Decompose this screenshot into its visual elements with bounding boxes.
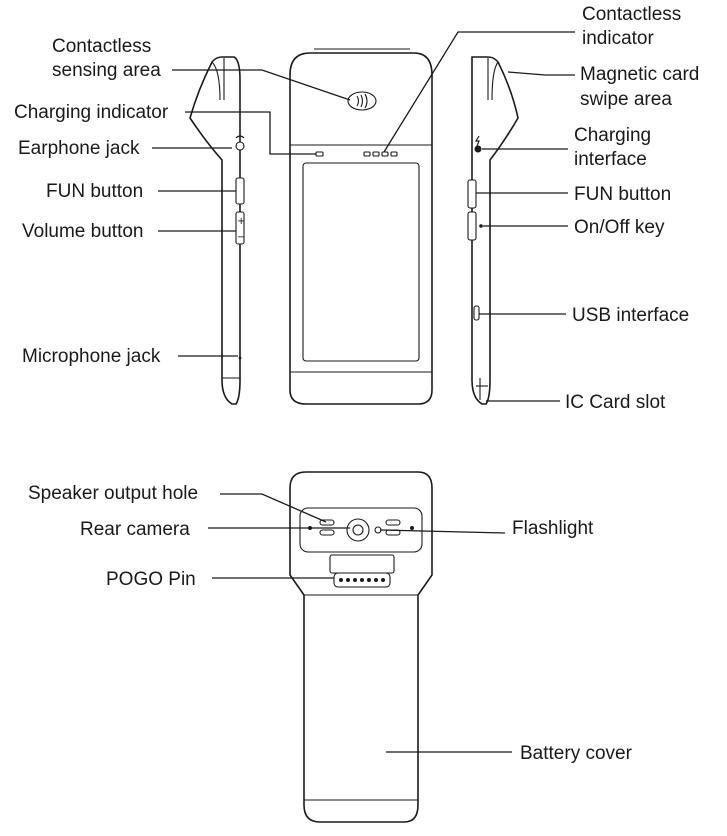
leader-lines [152, 31, 575, 753]
label-speaker-output-hole: Speaker output hole [28, 483, 198, 504]
label-contactless-indicator-line1: Contactless [582, 4, 681, 25]
rear-view [289, 471, 433, 823]
front-view [289, 48, 433, 405]
label-battery-cover: Battery cover [520, 743, 633, 764]
label-pogo-pin: POGO Pin [106, 569, 196, 590]
svg-text:−: − [237, 232, 245, 243]
label-contactless-sensing-area-line2: sensing area [52, 60, 161, 81]
left-side-view: + − [189, 56, 245, 405]
label-flashlight: Flashlight [512, 518, 594, 539]
label-charging-interface-line1: Charging [574, 125, 651, 146]
contactless-symbol-icon [347, 91, 377, 111]
label-usb-interface: USB interface [572, 305, 689, 326]
label-fun-button-right: FUN button [574, 184, 671, 205]
label-charging-interface-line2: interface [574, 149, 647, 170]
label-fun-button-left: FUN button [46, 181, 143, 202]
right-side-view [467, 56, 519, 405]
label-volume-button: Volume button [22, 221, 143, 242]
label-earphone-jack: Earphone jack [18, 138, 140, 159]
label-contactless-indicator-line2: indicator [582, 28, 654, 49]
label-magnetic-card-swipe-area-line2: swipe area [580, 89, 672, 110]
label-ic-card-slot: IC Card slot [565, 392, 666, 413]
svg-text:+: + [237, 216, 245, 227]
label-rear-camera: Rear camera [80, 519, 190, 540]
label-charging-indicator: Charging indicator [14, 102, 169, 123]
label-microphone-jack: Microphone jack [22, 346, 161, 367]
labels: Contactless sensing area Charging indica… [14, 4, 699, 764]
label-onoff-key: On/Off key [574, 217, 665, 238]
label-contactless-sensing-area-line1: Contactless [52, 36, 151, 57]
label-magnetic-card-swipe-area-line1: Magnetic card [580, 64, 699, 85]
